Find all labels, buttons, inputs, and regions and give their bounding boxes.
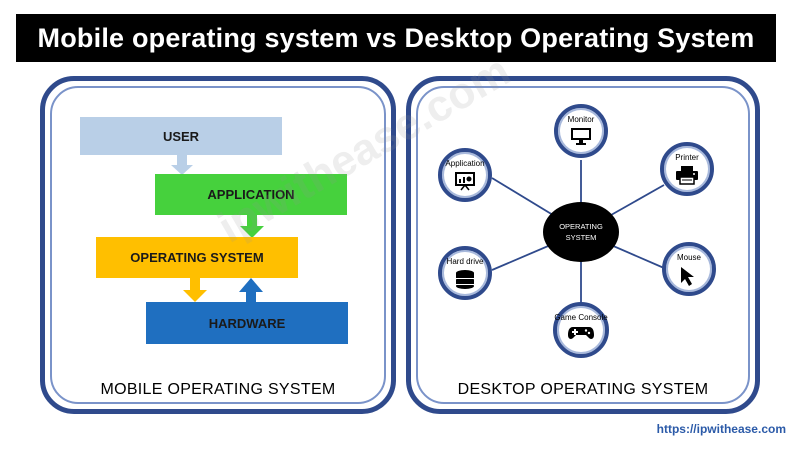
node-hard-drive-label: Hard drive — [446, 257, 484, 266]
node-game-console: Game Console — [553, 302, 609, 358]
database-icon — [456, 270, 474, 289]
layer-application: APPLICATION — [155, 174, 347, 215]
printer-icon — [676, 166, 698, 185]
node-game-console-label: Game Console — [554, 313, 608, 322]
mobile-os-caption: MOBILE OPERATING SYSTEM — [100, 381, 336, 398]
node-printer: Printer — [660, 142, 714, 196]
gamepad-icon — [568, 327, 594, 339]
layer-operating-system: OPERATING SYSTEM — [96, 237, 298, 278]
node-application-label: Application — [445, 159, 485, 168]
layer-hardware: HARDWARE — [146, 302, 348, 344]
layer-user-label: USER — [162, 128, 200, 144]
desktop-panel-inner-border — [416, 86, 750, 404]
site-url: https://ipwithease.com — [656, 422, 786, 436]
arrow-hardware-to-os — [239, 278, 263, 304]
hub-label-line2: SYSTEM — [565, 233, 597, 242]
desktop-os-caption: DESKTOP OPERATING SYSTEM — [457, 381, 709, 398]
arrow-user-to-application — [171, 155, 193, 175]
arrow-os-to-hardware — [183, 278, 207, 302]
node-printer-label: Printer — [675, 153, 699, 162]
layer-application-label: APPLICATION — [207, 187, 295, 202]
page-title: Mobile operating system vs Desktop Opera… — [16, 14, 776, 62]
node-mouse-label: Mouse — [676, 253, 701, 262]
node-mouse: Mouse — [662, 242, 716, 296]
cursor-arrow-icon — [681, 267, 694, 286]
node-monitor: Monitor — [554, 104, 608, 158]
presentation-board-icon — [455, 172, 475, 191]
node-application: Application — [438, 148, 492, 202]
node-monitor-label: Monitor — [567, 115, 595, 124]
node-hard-drive: Hard drive — [438, 246, 492, 300]
operating-system-hub: OPERATING SYSTEM — [543, 202, 619, 262]
monitor-icon — [571, 128, 591, 145]
arrow-application-to-os — [240, 215, 264, 238]
layer-hardware-label: HARDWARE — [208, 315, 286, 331]
hub-label-line1: OPERATING — [559, 222, 603, 231]
layer-os-label: OPERATING SYSTEM — [130, 250, 264, 265]
mobile-panel-inner-border — [50, 86, 386, 404]
layer-user: USER — [80, 117, 282, 155]
